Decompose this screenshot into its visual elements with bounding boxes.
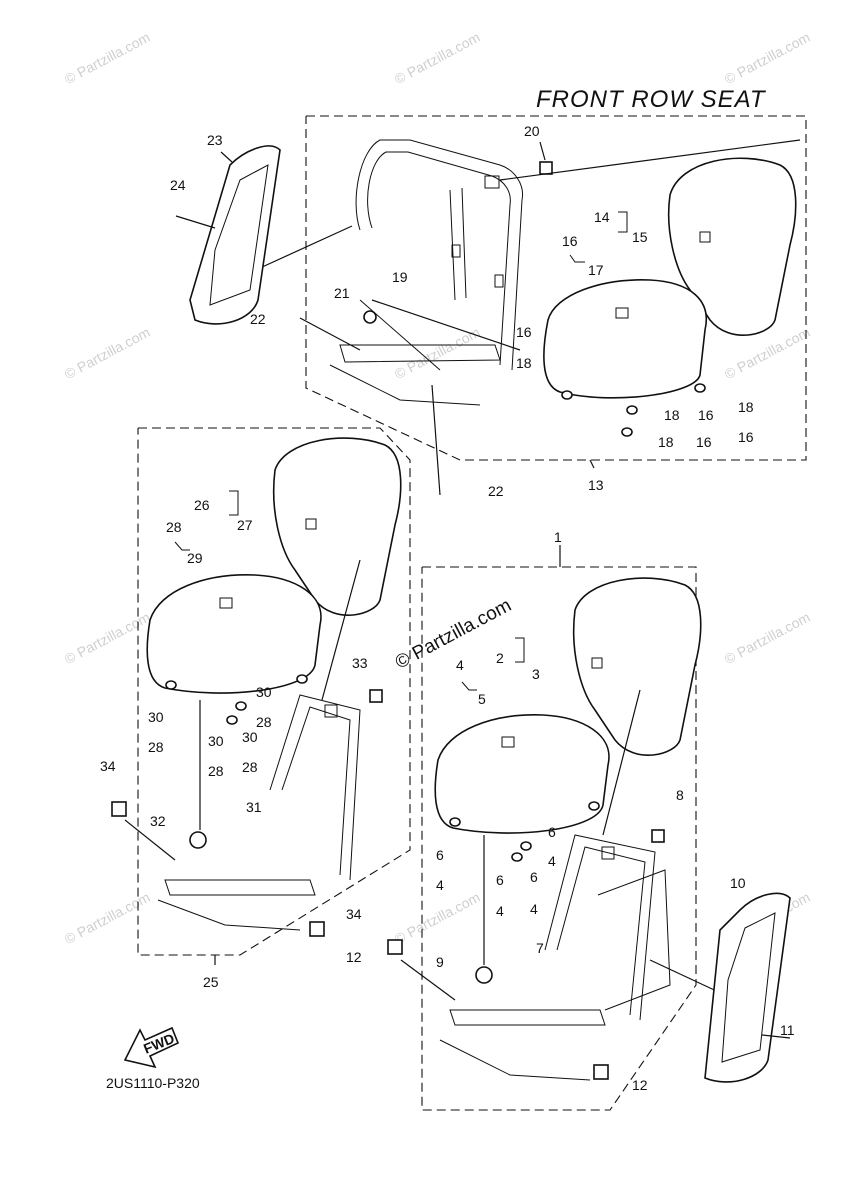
callout-32: 32 — [150, 813, 166, 829]
callout-27: 27 — [237, 517, 253, 533]
callout-16: 16 — [696, 434, 712, 450]
callout-11: 11 — [780, 1022, 795, 1038]
callout-5: 5 — [478, 691, 486, 707]
callout-20: 20 — [524, 123, 540, 139]
callout-33: 33 — [352, 655, 368, 671]
callout-30: 30 — [242, 729, 258, 745]
callout-15: 15 — [632, 229, 648, 245]
fwd-label: FWD — [141, 1030, 177, 1057]
callout-30: 30 — [256, 684, 272, 700]
callout-19: 19 — [392, 269, 408, 285]
callout-34: 34 — [346, 906, 362, 922]
callout-16: 16 — [698, 407, 714, 423]
callout-4: 4 — [456, 657, 464, 673]
callout-18: 18 — [664, 407, 680, 423]
callout-4: 4 — [496, 903, 504, 919]
right-side-panel — [704, 892, 791, 1083]
callout-4: 4 — [436, 877, 444, 893]
callout-31: 31 — [246, 799, 262, 815]
callout-9: 9 — [436, 954, 444, 970]
callout-14: 14 — [594, 209, 610, 225]
callout-16: 16 — [562, 233, 578, 249]
callout-18: 18 — [658, 434, 674, 450]
callout-22: 22 — [250, 311, 266, 327]
callout-25: 25 — [203, 974, 219, 990]
callout-4: 4 — [530, 901, 538, 917]
callout-17: 17 — [588, 262, 604, 278]
callout-26: 26 — [194, 497, 210, 513]
callout-28: 28 — [148, 739, 164, 755]
callout-16: 16 — [516, 324, 532, 340]
callout-30: 30 — [148, 709, 164, 725]
top-seat-assembly — [259, 115, 807, 496]
callout-13: 13 — [588, 477, 604, 493]
callout-18: 18 — [738, 399, 754, 415]
callout-28: 28 — [166, 519, 182, 535]
callout-24: 24 — [170, 177, 186, 193]
callout-23: 23 — [207, 132, 223, 148]
callout-18: 18 — [516, 355, 532, 371]
callout-2: 2 — [496, 650, 504, 666]
callout-12: 12 — [632, 1077, 648, 1093]
callout-7: 7 — [536, 940, 544, 956]
callout-30: 30 — [208, 733, 224, 749]
diagram-code: 2US1110-P320 — [106, 1075, 200, 1091]
callout-22: 22 — [488, 483, 504, 499]
callout-12: 12 — [346, 949, 362, 965]
callout-6: 6 — [548, 824, 556, 840]
diagram-title: FRONT ROW SEAT — [536, 86, 766, 113]
callout-34: 34 — [100, 758, 116, 774]
callout-29: 29 — [187, 550, 203, 566]
callout-6: 6 — [530, 869, 538, 885]
callout-10: 10 — [730, 875, 746, 891]
callout-1: 1 — [554, 529, 562, 545]
callout-8: 8 — [676, 787, 684, 803]
callout-28: 28 — [208, 763, 224, 779]
callout-28: 28 — [242, 759, 258, 775]
callout-21: 21 — [334, 285, 350, 301]
left-side-panel — [175, 145, 281, 325]
callout-3: 3 — [532, 666, 540, 682]
callout-28: 28 — [256, 714, 272, 730]
callout-6: 6 — [436, 847, 444, 863]
left-seat-assembly — [111, 427, 411, 965]
callout-4: 4 — [548, 853, 556, 869]
fwd-arrow: FWD — [123, 1026, 180, 1069]
callout-6: 6 — [496, 872, 504, 888]
right-seat-assembly — [387, 545, 726, 1111]
callout-16: 16 — [738, 429, 754, 445]
callout-labels: 20 23 24 14 15 16 17 19 21 22 16 18 18 1… — [100, 123, 795, 1093]
